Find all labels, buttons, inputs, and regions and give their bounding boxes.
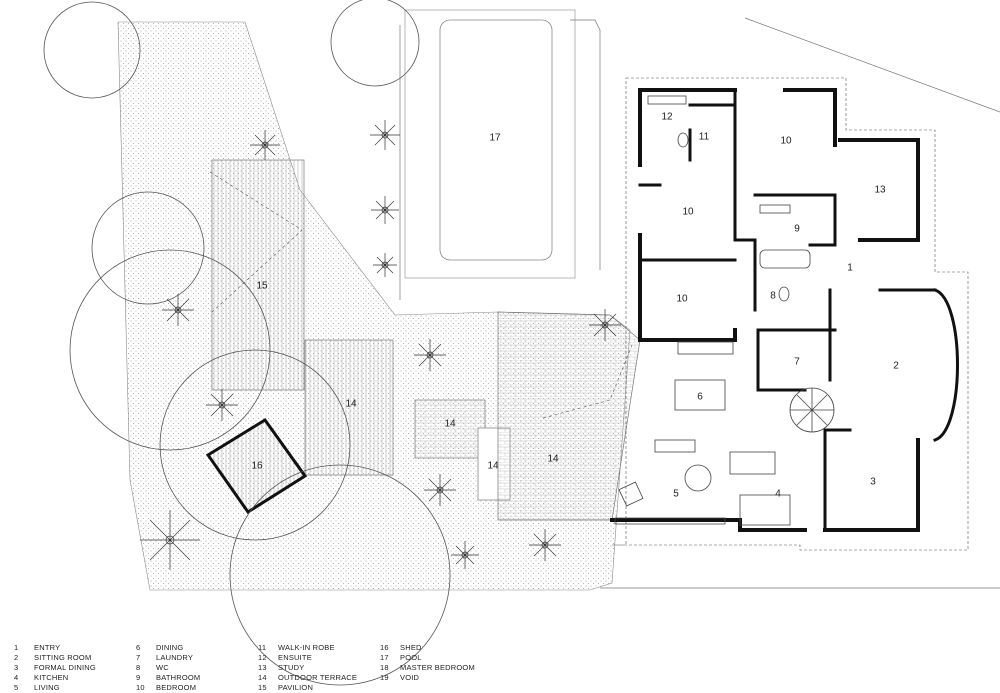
room-label-bedroom-top: 10 <box>780 136 792 147</box>
pool: 17 <box>404 9 576 279</box>
pavilion: 15 <box>209 159 305 391</box>
room-label-formal-dining: 3 <box>870 477 876 488</box>
room-label-bathroom: 9 <box>794 224 800 235</box>
room-label-pool: 17 <box>489 133 501 144</box>
house-roof-outline <box>612 77 969 551</box>
room-label-shed: 16 <box>251 461 263 472</box>
room-label-wir: 11 <box>699 132 710 143</box>
room-label-bedroom-low: 10 <box>676 294 688 305</box>
room-label-terrace-a: 14 <box>345 399 357 410</box>
outdoor-terrace-b: 14 <box>414 399 486 459</box>
room-label-terrace-c: 14 <box>487 461 499 472</box>
room-label-study: 13 <box>874 185 886 196</box>
room-label-wc: 8 <box>770 291 776 302</box>
room-label-dining: 6 <box>697 392 703 403</box>
room-label-pavilion: 15 <box>256 281 268 292</box>
shed: 16 <box>205 417 308 515</box>
room-label-kitchen: 4 <box>775 489 781 500</box>
room-label-laundry: 7 <box>794 357 800 368</box>
room-label-terrace-d: 14 <box>547 454 559 465</box>
house-walls <box>610 88 959 532</box>
tree-canopies <box>43 0 451 686</box>
room-labels: 1 2 3 4 5 6 7 8 9 10 10 10 11 12 13 <box>661 112 899 500</box>
room-label-ensuite: 12 <box>661 112 673 123</box>
room-label-sitting: 2 <box>893 361 899 372</box>
shrub-symbols <box>140 120 621 570</box>
site-boundary <box>399 17 1000 589</box>
room-label-bedroom-mid: 10 <box>682 207 694 218</box>
room-label-terrace-b: 14 <box>444 419 456 430</box>
outdoor-terrace-a: 14 <box>304 339 394 476</box>
room-label-entry: 1 <box>847 263 853 274</box>
fixtures <box>614 95 835 526</box>
room-label-living: 5 <box>673 489 679 500</box>
outdoor-terrace-d: 14 <box>497 311 641 521</box>
